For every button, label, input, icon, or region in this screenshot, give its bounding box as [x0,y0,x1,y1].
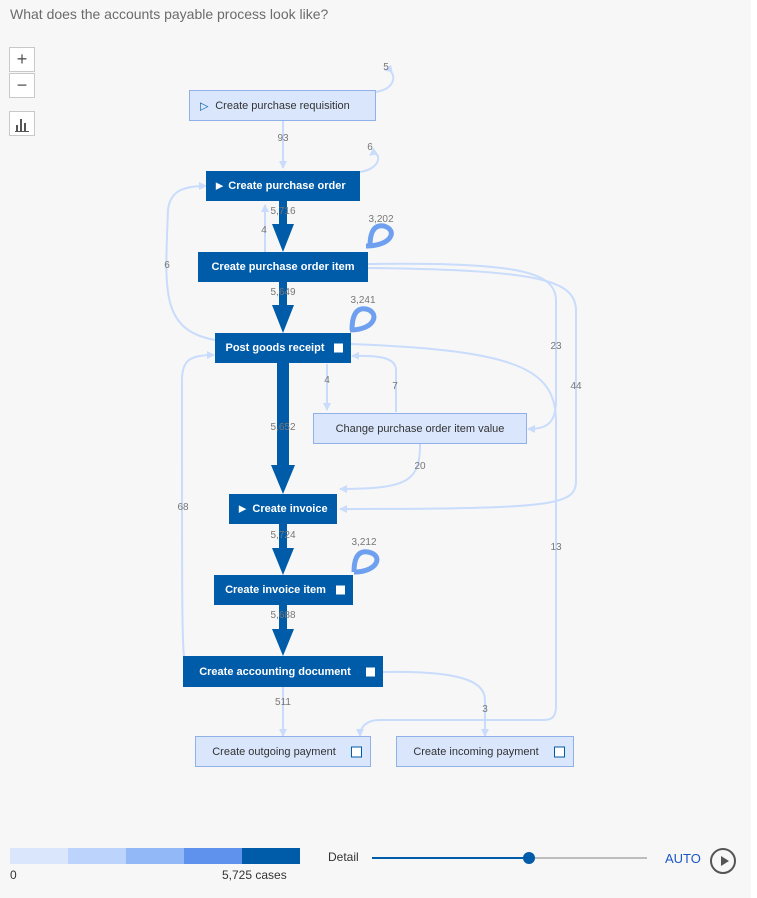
node-label: Create invoice [252,503,328,515]
edge-label: 5,652 [270,422,296,433]
process-diagram [165,64,577,737]
edge-label: 3,212 [351,537,377,548]
bar-chart-icon[interactable] [9,111,35,136]
edge-gr-po [165,182,216,341]
start-icon: ▶ [239,503,246,514]
zoom-out-button[interactable]: − [9,73,35,98]
edge-label: 5,649 [270,287,296,298]
edge-acc-inc [382,670,489,737]
edge-chg-gr [351,351,397,412]
end-icon [366,667,375,676]
edge-poi-self [365,223,394,249]
node-label: Create purchase requisition [215,99,350,112]
start-icon: ▶ [216,180,223,191]
edge-label: 4 [324,375,330,386]
zoom-in-button[interactable]: + [9,47,35,72]
node-create-accounting-document[interactable]: Create accounting document [183,656,383,687]
legend-max: 5,725 cases [222,868,287,882]
end-icon [336,585,345,595]
edge-gr-out [349,343,557,737]
edge-label: 3 [482,704,488,715]
question-title: What does the accounts payable process l… [10,6,329,22]
start-icon: ▷ [200,100,209,112]
edge-label: 5,688 [270,610,296,621]
node-label: Create invoice item [225,584,326,596]
edge-label: 5,716 [270,206,296,217]
edge-inv-invi-bar [279,524,287,552]
edge-poi-gr-arrow [272,305,294,333]
detail-label: Detail [328,850,359,864]
edge-label: 44 [570,381,582,392]
node-create-purchase-requisition[interactable]: ▷ Create purchase requisition [189,90,376,121]
edge-gr-inv-bar [277,363,289,468]
node-create-incoming-payment[interactable]: Create incoming payment [396,736,574,767]
edge-label: 511 [275,697,291,708]
edge-label: 7 [392,381,398,392]
legend-segment [126,848,184,864]
edge-invi-self [351,549,380,575]
node-create-outgoing-payment[interactable]: Create outgoing payment [195,736,371,767]
edge-invi-acc-arrow [272,629,294,656]
node-create-purchase-order[interactable]: ▶ Create purchase order [206,171,360,201]
detail-slider-fill [372,857,529,859]
edge-label: 6 [367,142,373,153]
end-icon [334,343,343,353]
end-icon [554,746,565,757]
edge-label: 5 [383,62,389,73]
node-label: Create outgoing payment [212,745,336,758]
edge-invi-acc-bar [279,605,287,633]
edge-label: 6 [164,260,170,271]
edge-poi-chg [367,262,557,433]
legend-min: 0 [10,868,17,882]
edge-po-poi-bar [279,201,287,229]
edge-label: 4 [261,225,267,236]
edge-po-self [359,147,380,173]
detail-slider[interactable] [372,852,647,864]
node-create-invoice-item[interactable]: Create invoice item [214,575,353,605]
node-label: Create accounting document [199,665,351,678]
detail-slider-thumb[interactable] [522,852,535,864]
edge-label: 5,724 [270,530,296,541]
edge-gr-self [349,306,377,333]
edge-chg-inv [339,443,421,493]
edge-poi-gr-bar [279,282,287,310]
legend-segment [10,848,68,864]
edge-req-self [375,64,395,93]
edge-label: 23 [550,341,562,352]
node-create-invoice[interactable]: ▶ Create invoice [229,494,337,524]
edge-po-poi-arrow [272,224,294,252]
edge-label: 68 [177,502,189,513]
play-icon[interactable] [710,848,736,874]
node-label: Change purchase order item value [335,422,505,435]
auto-button[interactable]: AUTO [665,851,701,866]
edge-label: 3,241 [350,295,376,306]
node-create-purchase-order-item[interactable]: Create purchase order item [198,252,368,282]
edge-label: 20 [414,461,426,472]
node-label: Create purchase order [228,180,346,192]
node-post-goods-receipt[interactable]: Post goods receipt [215,333,351,363]
node-change-purchase-order-item-value[interactable]: Change purchase order item value [313,413,527,444]
node-label: Create purchase order item [211,261,355,273]
legend-segment [242,848,300,864]
legend-segment [184,848,242,864]
legend-segment [68,848,126,864]
edge-gr-inv-arrow [271,465,295,494]
edge-acc-gr [180,351,215,657]
node-label: Post goods receipt [225,342,325,354]
edge-poi-inv [339,267,577,513]
edge-label: 3,202 [368,214,394,225]
edge-label: 93 [277,133,289,144]
edge-label: 13 [550,542,562,553]
end-icon [351,746,362,757]
node-label: Create incoming payment [413,745,539,758]
edge-inv-invi-arrow [272,548,294,575]
